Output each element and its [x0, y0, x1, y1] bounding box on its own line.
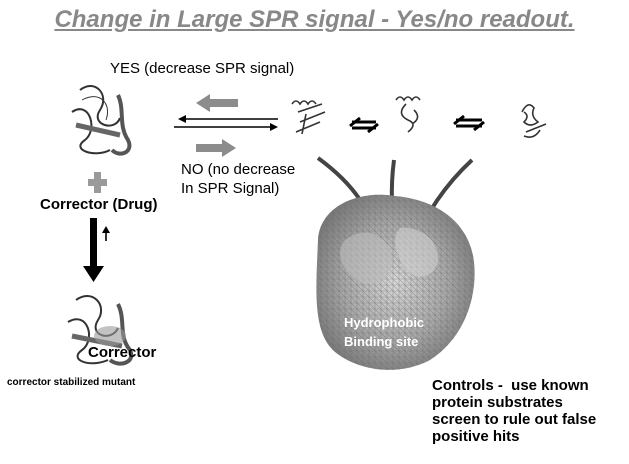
- chaperone-complex-image: [316, 194, 475, 370]
- corrector-drug-label: Corrector (Drug): [40, 196, 158, 213]
- no-label: NO (no decrease In SPR Signal): [181, 161, 296, 197]
- controls-note: Controls - use known protein substrates …: [432, 377, 597, 445]
- yes-label: YES (decrease SPR signal): [110, 60, 295, 77]
- corrector-label: Corrector: [88, 344, 157, 361]
- mutant-caption: corrector stabilized mutant: [7, 377, 136, 388]
- slide-title: Change in Large SPR signal - Yes/no read…: [54, 6, 575, 33]
- equilibrium-arrows-2-icon: [453, 114, 485, 132]
- down-arrow-icon: [83, 218, 104, 282]
- unfolded-protein-3-icon: [521, 104, 547, 138]
- equilibrium-arrows-1-icon: [349, 116, 379, 134]
- small-up-arrow-icon: [102, 226, 110, 241]
- unfolded-protein-2-icon: [395, 96, 421, 133]
- no-direction-arrow-icon: [196, 139, 236, 157]
- yes-direction-arrow-icon: [196, 94, 238, 112]
- binding-site-label: Hydrophobic Binding site: [344, 315, 425, 349]
- unfolded-protein-1-icon: [291, 100, 326, 135]
- protein-structure-icon: [71, 84, 132, 156]
- stabilized-mutant-protein-icon: [67, 294, 134, 366]
- plus-icon: [88, 172, 107, 193]
